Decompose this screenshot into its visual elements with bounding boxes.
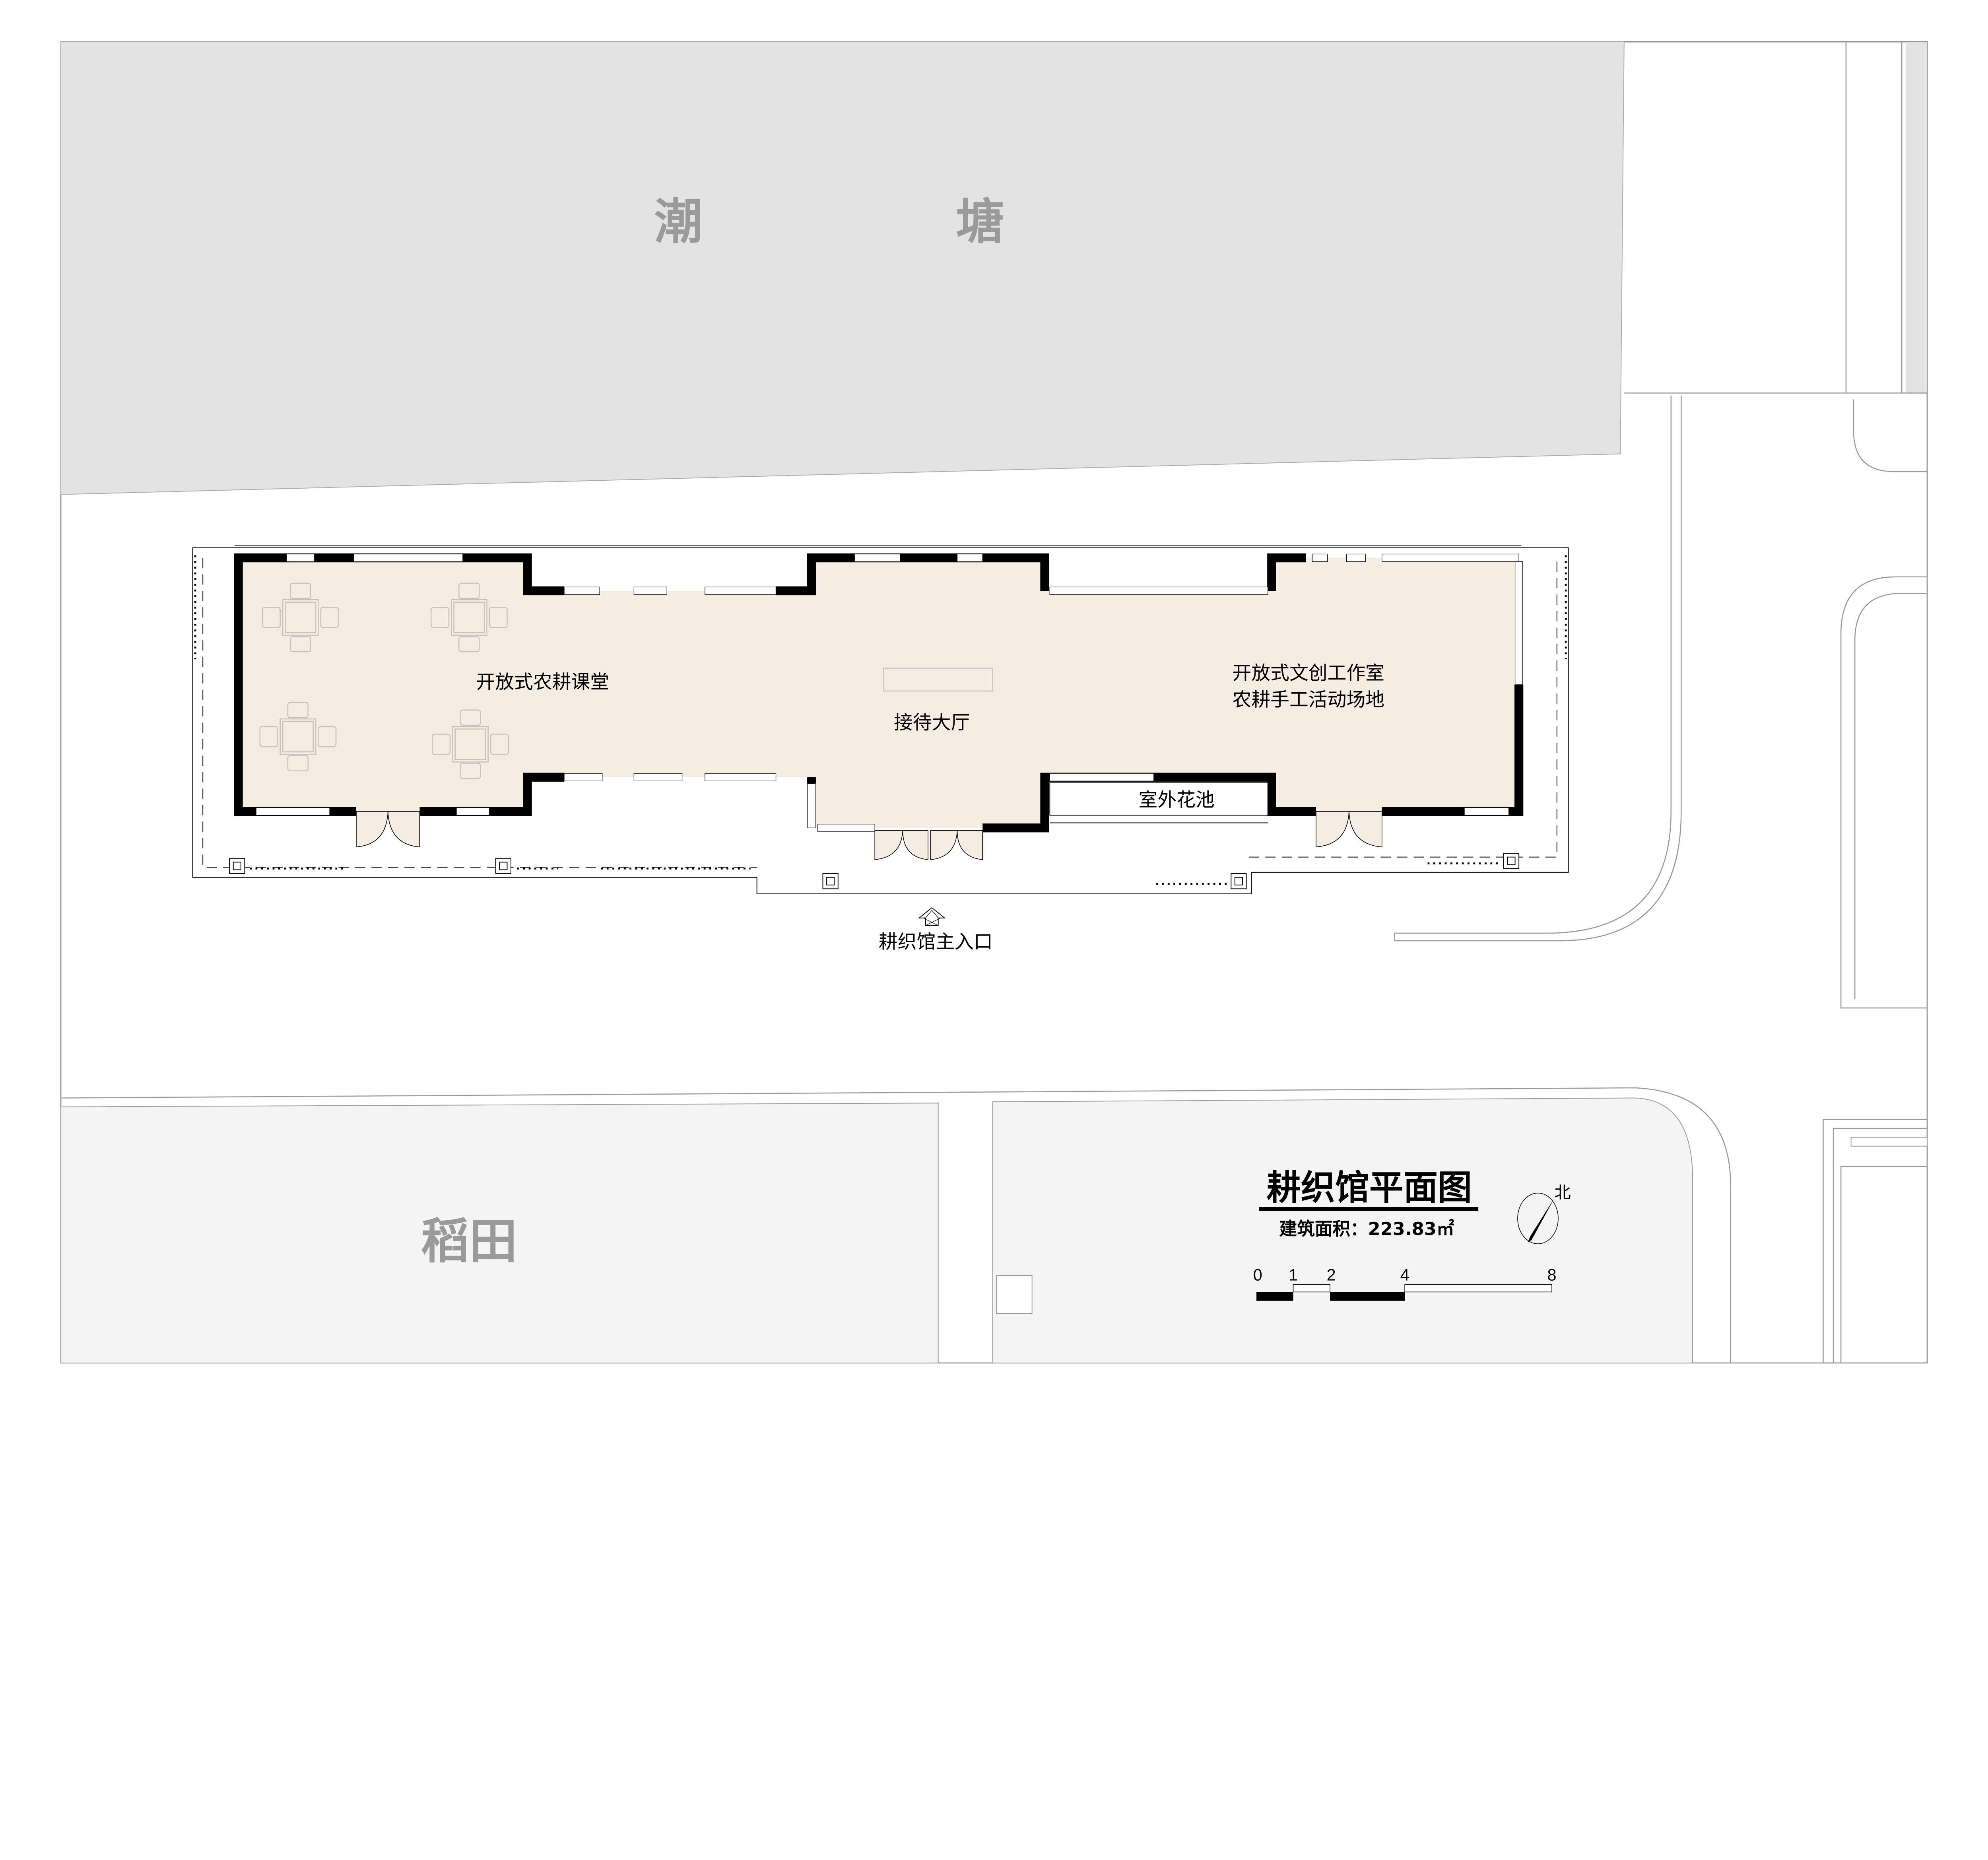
reception-desk (883, 668, 994, 692)
drawing-title: 耕织馆平面图 (1267, 1168, 1472, 1208)
floor-area (238, 558, 1519, 828)
table-set (262, 582, 339, 652)
scale-label-2: 2 (1327, 1266, 1336, 1284)
room-label-studio-2: 农耕手工活动场地 (1232, 689, 1384, 711)
entrance-label: 耕织馆主入口 (879, 931, 993, 953)
table-set (430, 582, 508, 652)
field-area-2 (992, 1097, 1693, 1363)
pond-area (60, 41, 1625, 495)
pond-label-1: 潮 (654, 194, 702, 250)
scale-label-8: 8 (1547, 1266, 1557, 1284)
room-label-flower-pool: 室外花池 (1139, 789, 1215, 811)
floor-plan: 潮 塘 稻田 (60, 41, 1928, 1364)
scale-label-0: 0 (1253, 1266, 1262, 1284)
pond-label-2: 塘 (956, 194, 1004, 250)
flower-pool (1049, 782, 1268, 816)
table-set (432, 709, 509, 779)
north-label: 北 (1554, 1183, 1571, 1202)
scale-label-4: 4 (1400, 1266, 1409, 1284)
room-label-studio-1: 开放式文创工作室 (1232, 662, 1384, 684)
scale-label-1: 1 (1289, 1266, 1298, 1284)
title-underline (1259, 1207, 1479, 1211)
rice-field-area (60, 1103, 939, 1363)
building-area: 建筑面积：223.83㎡ (1279, 1219, 1454, 1239)
field-label: 稻田 (421, 1213, 517, 1269)
railing-dots (194, 555, 1567, 885)
room-label-lobby: 接待大厅 (894, 712, 970, 734)
entrance-arrow-icon (918, 907, 946, 926)
door-swings (356, 811, 1382, 860)
roads-top-right (1394, 42, 1927, 1009)
scale-bar: 0 1 2 4 8 (1253, 1266, 1557, 1301)
room-label-classroom: 开放式农耕课堂 (476, 672, 609, 693)
north-compass-icon (1517, 1192, 1559, 1244)
columns (229, 853, 1520, 889)
windows (256, 553, 1523, 832)
site-outline (192, 547, 1569, 895)
table-set (259, 702, 337, 772)
roads-bottom-right (1823, 1119, 1928, 1363)
